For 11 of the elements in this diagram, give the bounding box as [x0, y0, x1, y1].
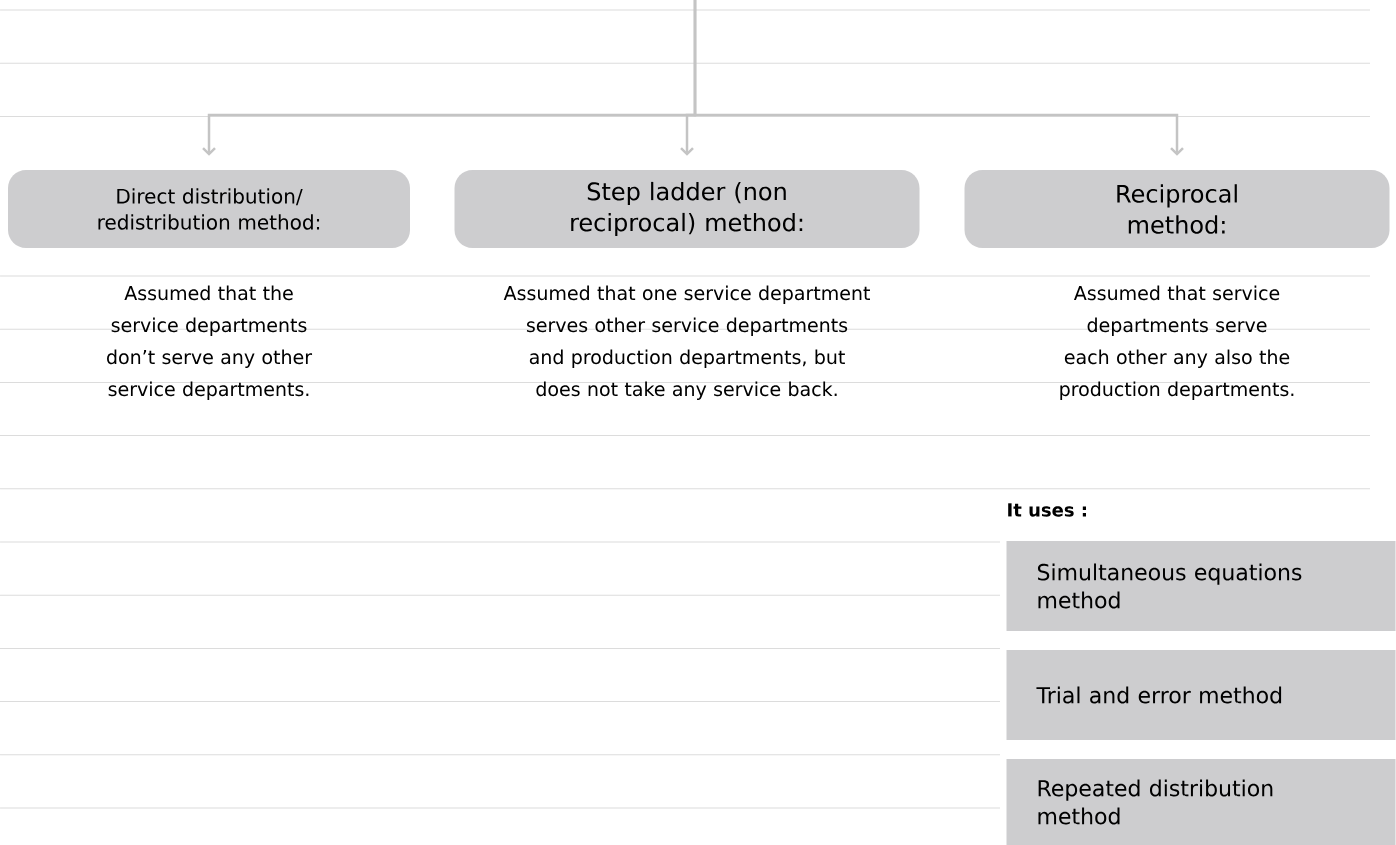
- method-option-box: Repeated distribution method: [1006, 759, 1396, 845]
- description-text: Assumed that one service department serves other service departments and production departments, but does not take any service back.: [503, 285, 870, 400]
- description-text: Assumed that the service departments don’t serve any other service departments.: [107, 285, 313, 400]
- method-box: Direct distribution/ redistribution method:: [8, 170, 410, 248]
- method-box: Step ladder (non reciprocal) method:: [454, 170, 920, 248]
- method-option-box: Simultaneous equations method: [1006, 541, 1396, 631]
- method-box: Reciprocal method:: [964, 170, 1390, 248]
- arrow: [693, 0, 1184, 156]
- section-label: It uses :: [1008, 503, 1086, 517]
- description-text: Assumed that service departments serve each other any also the production departments.: [1060, 285, 1294, 400]
- method-option-box: Trial and error method: [1006, 650, 1396, 740]
